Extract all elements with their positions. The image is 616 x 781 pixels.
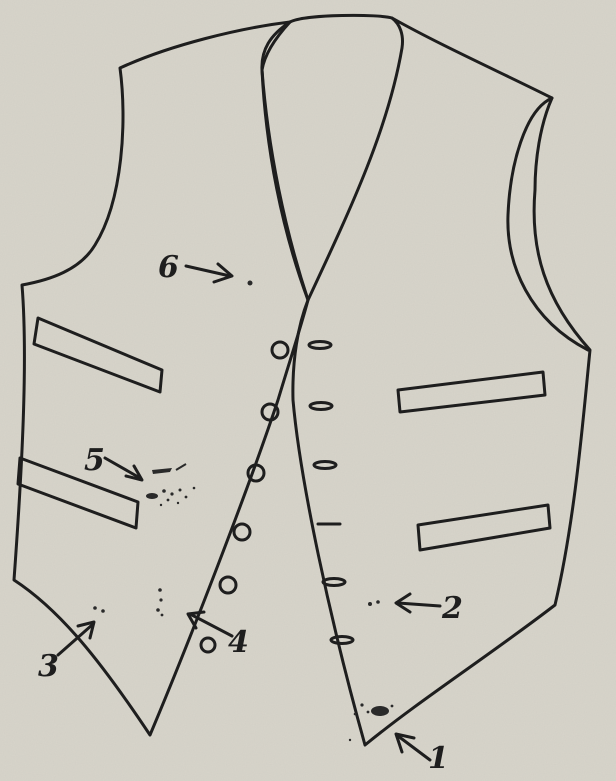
label-5: 5 <box>84 443 105 478</box>
label-3: 3 <box>38 649 59 684</box>
label-6: 6 <box>158 250 179 285</box>
label-1: 1 <box>428 741 449 776</box>
stain-6 <box>248 281 253 286</box>
label-2: 2 <box>441 591 463 626</box>
label-4: 4 <box>228 625 249 660</box>
